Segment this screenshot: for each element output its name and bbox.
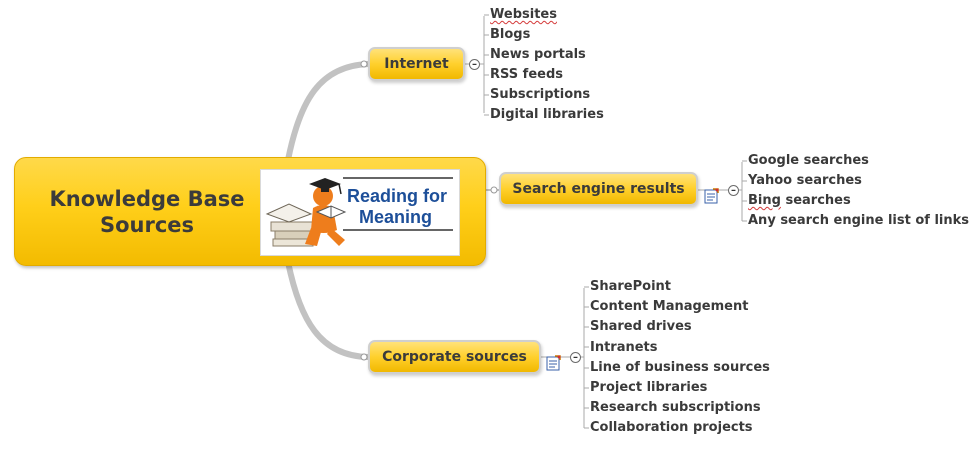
subtopic-bing-searches[interactable]: Bing searches [748, 193, 851, 209]
subtopic-intranets[interactable]: Intranets [590, 340, 658, 355]
central-topic[interactable]: Knowledge Base Sources Reading for Meani [14, 157, 486, 266]
note-icon[interactable] [546, 355, 561, 371]
subtopic-websites[interactable]: Websites [490, 7, 557, 22]
logo-text-line1: Reading for [347, 186, 447, 206]
subtopic-subscriptions[interactable]: Subscriptions [490, 87, 591, 102]
subtopic-sharepoint[interactable]: SharePoint [590, 279, 672, 294]
topic-internet[interactable]: Internet [368, 47, 465, 81]
topic-search-engine-results[interactable]: Search engine results [499, 172, 698, 206]
subtopic-line-of-business-sources[interactable]: Line of business sources [590, 360, 770, 375]
subtopic-research-subscriptions[interactable]: Research subscriptions [590, 400, 761, 415]
central-title: Knowledge Base Sources [37, 186, 257, 238]
minus-circle-icon[interactable]: – [469, 59, 480, 70]
branch-internet [285, 61, 371, 163]
subtopic-collaboration-projects[interactable]: Collaboration projects [590, 420, 753, 435]
reading-for-meaning-logo: Reading for Meaning [260, 169, 460, 256]
subtopic-any-search-engine[interactable]: Any search engine list of links [748, 213, 970, 228]
minus-circle-icon[interactable]: – [728, 185, 739, 196]
subtopic-yahoo-searches[interactable]: Yahoo searches [748, 173, 862, 188]
minus-circle-icon[interactable]: – [570, 352, 581, 363]
central-title-line1: Knowledge Base [49, 187, 245, 211]
subtopic-digital-libraries[interactable]: Digital libraries [490, 107, 604, 122]
topic-internet-label: Internet [384, 56, 449, 72]
subtopic-shared-drives[interactable]: Shared drives [590, 319, 692, 334]
subtopic-rss-feeds[interactable]: RSS feeds [490, 67, 564, 82]
subtopic-google-searches[interactable]: Google searches [748, 153, 869, 168]
subtopic-blogs[interactable]: Blogs [490, 27, 531, 42]
topic-corporate-sources[interactable]: Corporate sources [368, 340, 541, 374]
branch-corporate [285, 259, 371, 360]
subtopic-project-libraries[interactable]: Project libraries [590, 380, 708, 395]
subtopic-news-portals[interactable]: News portals [490, 47, 586, 62]
note-icon[interactable] [704, 188, 719, 204]
bing-rest: searches [780, 193, 851, 208]
logo-text-line2: Meaning [359, 207, 432, 227]
bing-word: Bing [748, 193, 781, 208]
central-title-line2: Sources [99, 213, 195, 237]
topic-corporate-label: Corporate sources [382, 349, 527, 365]
subtopic-content-management[interactable]: Content Management [590, 299, 749, 314]
topic-search-label: Search engine results [512, 181, 685, 197]
